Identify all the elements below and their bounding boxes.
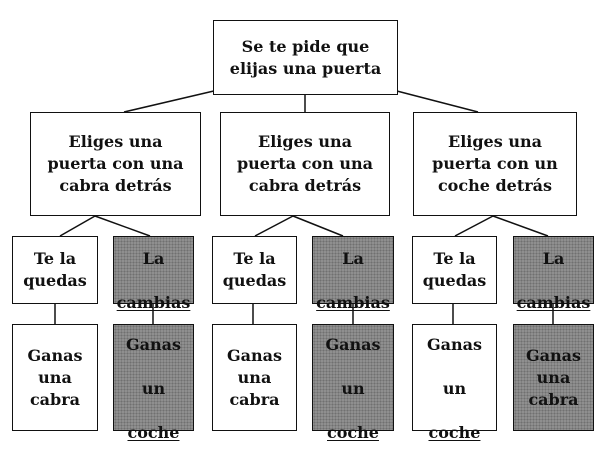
switch-box-2: La cambias: [312, 236, 394, 312]
result-stay-box-3: Ganas un coche: [412, 324, 497, 442]
connector-choice3-stay: [454, 215, 494, 237]
connector-choice1-switch: [94, 215, 151, 237]
switch-box-3: La cambias: [513, 236, 594, 312]
result-switch-2-line3: coche: [327, 422, 379, 442]
choice-box-2: Eliges una puerta con una cabra detrás: [220, 112, 390, 216]
choice-text-3: Eliges una puerta con un coche detrás: [432, 132, 558, 195]
switch-label-1-line1: La: [142, 249, 165, 268]
result-switch-1-line1: Ganas: [125, 334, 182, 354]
result-switch-1-line2: un: [141, 378, 166, 398]
stay-label-2: Te la quedas: [222, 249, 287, 290]
result-stay-text-3: Ganas un coche: [427, 312, 482, 444]
result-switch-1-line3: coche: [127, 422, 180, 442]
result-switch-text-3: Ganas una cabra: [525, 345, 582, 409]
stay-box-1: Te la quedas: [12, 236, 98, 304]
choice-text-1: Eliges una puerta con una cabra detrás: [47, 132, 184, 195]
choice-text-2: Eliges una puerta con una cabra detrás: [236, 132, 373, 195]
result-stay-text-2: Ganas una cabra: [226, 345, 283, 409]
connector-choice2-stay: [254, 215, 294, 237]
root-box: Se te pide que elijas una puerta: [213, 20, 398, 95]
result-switch-box-1: Ganas un coche: [113, 324, 194, 442]
result-switch-2-line2: un: [341, 378, 365, 398]
stay-label-1: Te la quedas: [23, 249, 87, 290]
result-switch-box-2: Ganas un coche: [312, 324, 394, 442]
result-stay-3-line3: coche: [428, 422, 481, 442]
switch-label-2-line2: cambias: [316, 293, 390, 312]
connector-root-right: [392, 89, 479, 113]
result-stay-box-1: Ganas una cabra: [12, 324, 98, 431]
connector-choice1-stay: [59, 215, 96, 237]
connector-choice3-switch: [492, 215, 549, 237]
switch-label-3-line1: La: [542, 249, 565, 268]
switch-label-3: La cambias: [517, 226, 591, 314]
stay-box-2: Te la quedas: [212, 236, 297, 304]
result-switch-2-line1: Ganas: [325, 334, 381, 354]
result-switch-box-3: Ganas una cabra: [513, 324, 594, 431]
result-stay-text-1: Ganas una cabra: [27, 345, 83, 409]
stay-label-3: Te la quedas: [422, 249, 487, 290]
connector-choice2-switch: [292, 215, 344, 237]
root-text: Se te pide que elijas una puerta: [229, 36, 382, 78]
switch-label-1: La cambias: [117, 226, 191, 314]
switch-box-1: La cambias: [113, 236, 194, 312]
switch-label-1-line2: cambias: [116, 293, 191, 312]
choice-box-1: Eliges una puerta con una cabra detrás: [30, 112, 201, 216]
switch-label-2: La cambias: [316, 226, 390, 314]
result-switch-text-1: Ganas un coche: [126, 312, 181, 444]
switch-label-2-line1: La: [342, 249, 364, 268]
stay-box-3: Te la quedas: [412, 236, 497, 304]
choice-box-3: Eliges una puerta con un coche detrás: [413, 112, 577, 216]
switch-label-3-line2: cambias: [516, 293, 591, 312]
result-stay-box-2: Ganas una cabra: [212, 324, 297, 431]
connector-root-left: [123, 89, 219, 113]
result-stay-3-line1: Ganas: [426, 334, 483, 354]
result-switch-text-2: Ganas un coche: [325, 312, 380, 444]
result-stay-3-line2: un: [442, 378, 467, 398]
